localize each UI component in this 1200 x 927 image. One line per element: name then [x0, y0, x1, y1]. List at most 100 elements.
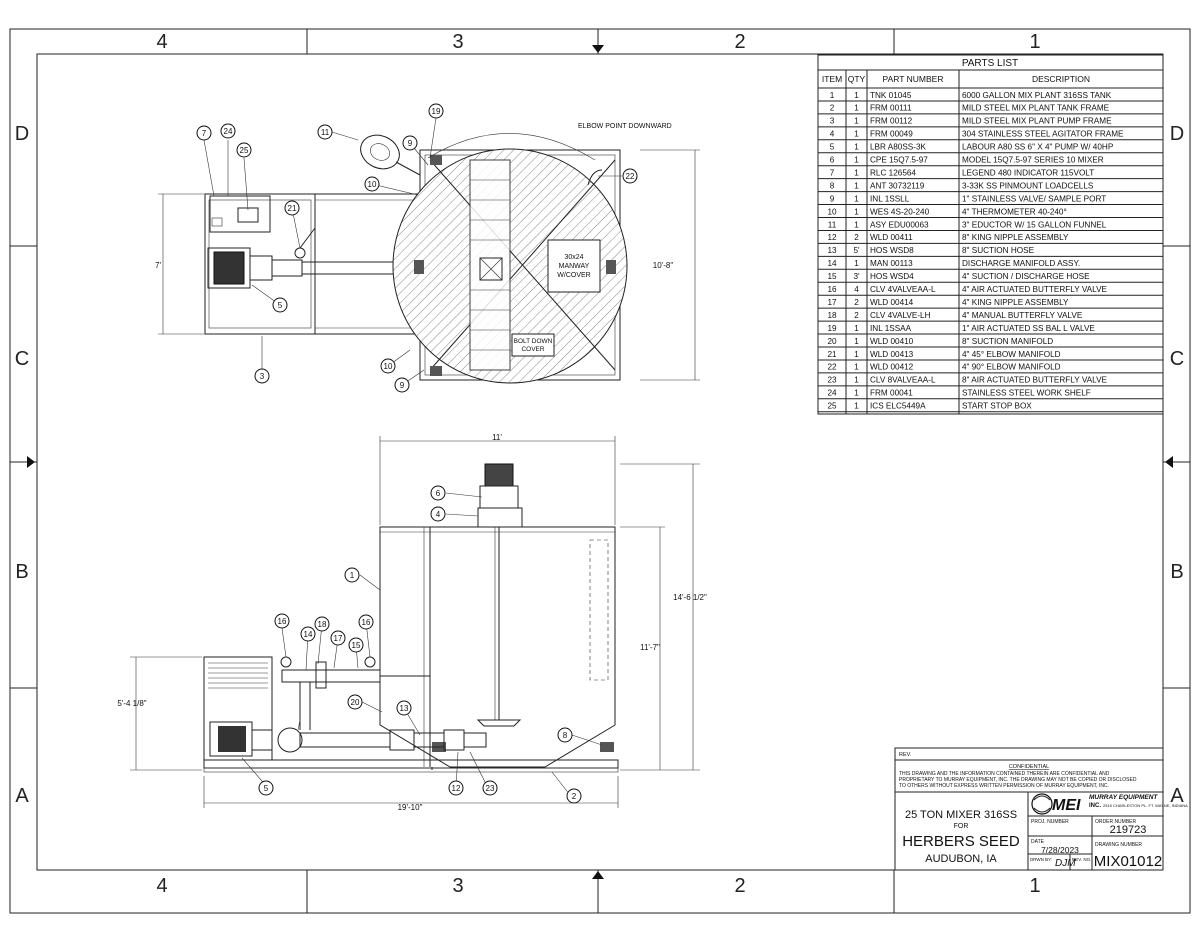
svg-text:5: 5: [264, 784, 269, 793]
item-balloon: 2: [566, 788, 582, 804]
parts-cell: 18: [827, 311, 837, 320]
start-stop-box-plan: [237, 207, 259, 223]
parts-cell: WLD 00414: [870, 298, 914, 307]
parts-cell: ANT 30732119: [870, 181, 925, 190]
item-balloon: 5: [258, 780, 274, 796]
parts-cell: 23: [827, 376, 837, 385]
parts-cell: ASY EDU00063: [870, 220, 929, 229]
parts-cell: STAINLESS STEEL WORK SHELF: [962, 389, 1091, 398]
project-for: FOR: [954, 823, 969, 830]
svg-text:1: 1: [350, 571, 355, 580]
parts-list-table: PARTS LIST ITEM QTY PART NUMBER DESCRIPT…: [817, 54, 1164, 415]
parts-cell: 19: [827, 324, 837, 333]
svg-text:24: 24: [224, 127, 233, 136]
parts-cell: 13: [827, 246, 837, 255]
parts-cell: LABOUR A80 SS 6" X 4" PUMP W/ 40HP: [962, 143, 1114, 152]
item-balloon: 6: [430, 485, 446, 501]
parts-cell: 10: [827, 207, 837, 216]
zone-col-top-4: 1: [1029, 31, 1040, 53]
item-balloon: 8: [557, 727, 573, 743]
zone-row-left-b: B: [15, 561, 28, 583]
drawn-by-label: DRWN BY:: [1030, 857, 1052, 862]
parts-cell: 4" AIR ACTUATED BUTTERFLY VALVE: [962, 285, 1108, 294]
parts-cell: MAN 00113: [870, 259, 913, 268]
parts-cell: MODEL 15Q7.5-97 SERIES 10 MIXER: [962, 156, 1104, 165]
zone-row-right-a: A: [1170, 785, 1184, 807]
item-balloon: 16: [274, 613, 290, 629]
zone-col-bottom-4: 1: [1029, 875, 1040, 897]
agitator-frame: [477, 507, 523, 528]
parts-cell: 1: [854, 376, 859, 385]
svg-text:6: 6: [436, 489, 441, 498]
item-balloon: 9: [402, 135, 418, 151]
parts-cell: WLD 00410: [870, 337, 914, 346]
order-number-label: ORDER NUMBER: [1095, 819, 1137, 825]
parts-cell: 304 STAINLESS STEEL AGITATOR FRAME: [962, 130, 1124, 139]
parts-cell: 2: [854, 311, 859, 320]
parts-cell: 8" KING NIPPLE ASSEMBLY: [962, 233, 1069, 242]
parts-cell: 1: [854, 156, 859, 165]
parts-cell: 8: [830, 181, 835, 190]
date-value: 7/28/2023: [1041, 845, 1079, 855]
parts-cell: 4" MANUAL BUTTERFLY VALVE: [962, 311, 1083, 320]
parts-cell: 4" SUCTION / DISCHARGE HOSE: [962, 272, 1090, 281]
parts-cell: INL 1SSLL: [870, 194, 910, 203]
parts-cell: LEGEND 480 INDICATOR 115VOLT: [962, 168, 1094, 177]
parts-cell: HOS WSD8: [870, 246, 914, 255]
parts-cell: 1: [854, 194, 859, 203]
manway-label-line1: 30x24: [564, 254, 583, 261]
parts-cell: 17: [827, 298, 837, 307]
parts-cell: 2: [830, 104, 835, 113]
parts-cell: CLV 8VALVEAA-L: [870, 376, 936, 385]
confidential-line-3: TO OTHERS WITHOUT EXPRESS WRITTEN PERMIS…: [899, 783, 1109, 789]
parts-cell: 1: [854, 130, 859, 139]
pump-frame-elevation: [203, 656, 273, 761]
svg-text:11: 11: [321, 128, 330, 137]
elev-dim-bottom: 19'-10": [398, 803, 423, 812]
parts-cell: 4" KING NIPPLE ASSEMBLY: [962, 298, 1069, 307]
parts-cell: 16: [827, 285, 837, 294]
svg-text:5: 5: [278, 301, 283, 310]
parts-cell: HOS WSD4: [870, 272, 914, 281]
parts-cell: LBR A80SS-3K: [870, 143, 927, 152]
parts-cell: 8" SUCTION HOSE: [962, 246, 1035, 255]
parts-list-title: PARTS LIST: [962, 58, 1018, 69]
discharge-manifold-elevation: [281, 669, 381, 683]
svg-text:25: 25: [240, 146, 249, 155]
svg-text:22: 22: [626, 172, 635, 181]
confidential-heading: CONFIDENTIAL: [1009, 764, 1049, 770]
parts-cell: 4: [854, 285, 859, 294]
parts-cell: 1" AIR ACTUATED SS BAL L VALVE: [962, 324, 1095, 333]
svg-text:8: 8: [563, 731, 568, 740]
parts-cell: MILD STEEL MIX PLANT TANK FRAME: [962, 104, 1110, 113]
manway-label-line3: W/COVER: [557, 272, 590, 279]
plan-view: 30x24 MANWAY W/COVER BOLT DOWN COVER ELB…: [155, 117, 700, 386]
svg-text:13: 13: [400, 704, 409, 713]
parts-cell: 9: [830, 194, 835, 203]
parts-cell: 25: [827, 402, 837, 411]
parts-cell: CLV 4VALVE-LH: [870, 311, 931, 320]
customer-location: AUDUBON, IA: [925, 853, 997, 865]
parts-cell: 1: [854, 350, 859, 359]
company-logo: MEI MURRAY EQUIPMENT INC. 2515 CHARLESTO…: [1031, 793, 1188, 815]
parts-cell: 3': [853, 272, 860, 281]
svg-text:MURRAY EQUIPMENT: MURRAY EQUIPMENT: [1089, 794, 1158, 801]
zone-col-top-3: 2: [734, 31, 745, 53]
bolt-cover-plan: [511, 333, 555, 357]
svg-text:21: 21: [288, 204, 297, 213]
zone-row-right-c: C: [1170, 348, 1184, 370]
parts-cell: 12: [827, 233, 837, 242]
item-balloon: 17: [330, 630, 346, 646]
parts-cell: FRM 00041: [870, 389, 913, 398]
zone-row-left-d: D: [15, 123, 29, 145]
parts-cell: 1: [854, 168, 859, 177]
svg-text:3: 3: [260, 372, 265, 381]
parts-cell: 6: [830, 156, 835, 165]
parts-cell: WLD 00412: [870, 363, 914, 372]
parts-header-qty: QTY: [848, 74, 866, 84]
zone-col-top-2: 3: [452, 31, 463, 53]
elev-dim-total-height: 14'-6 1/2": [673, 593, 707, 602]
svg-text:9: 9: [400, 381, 405, 390]
